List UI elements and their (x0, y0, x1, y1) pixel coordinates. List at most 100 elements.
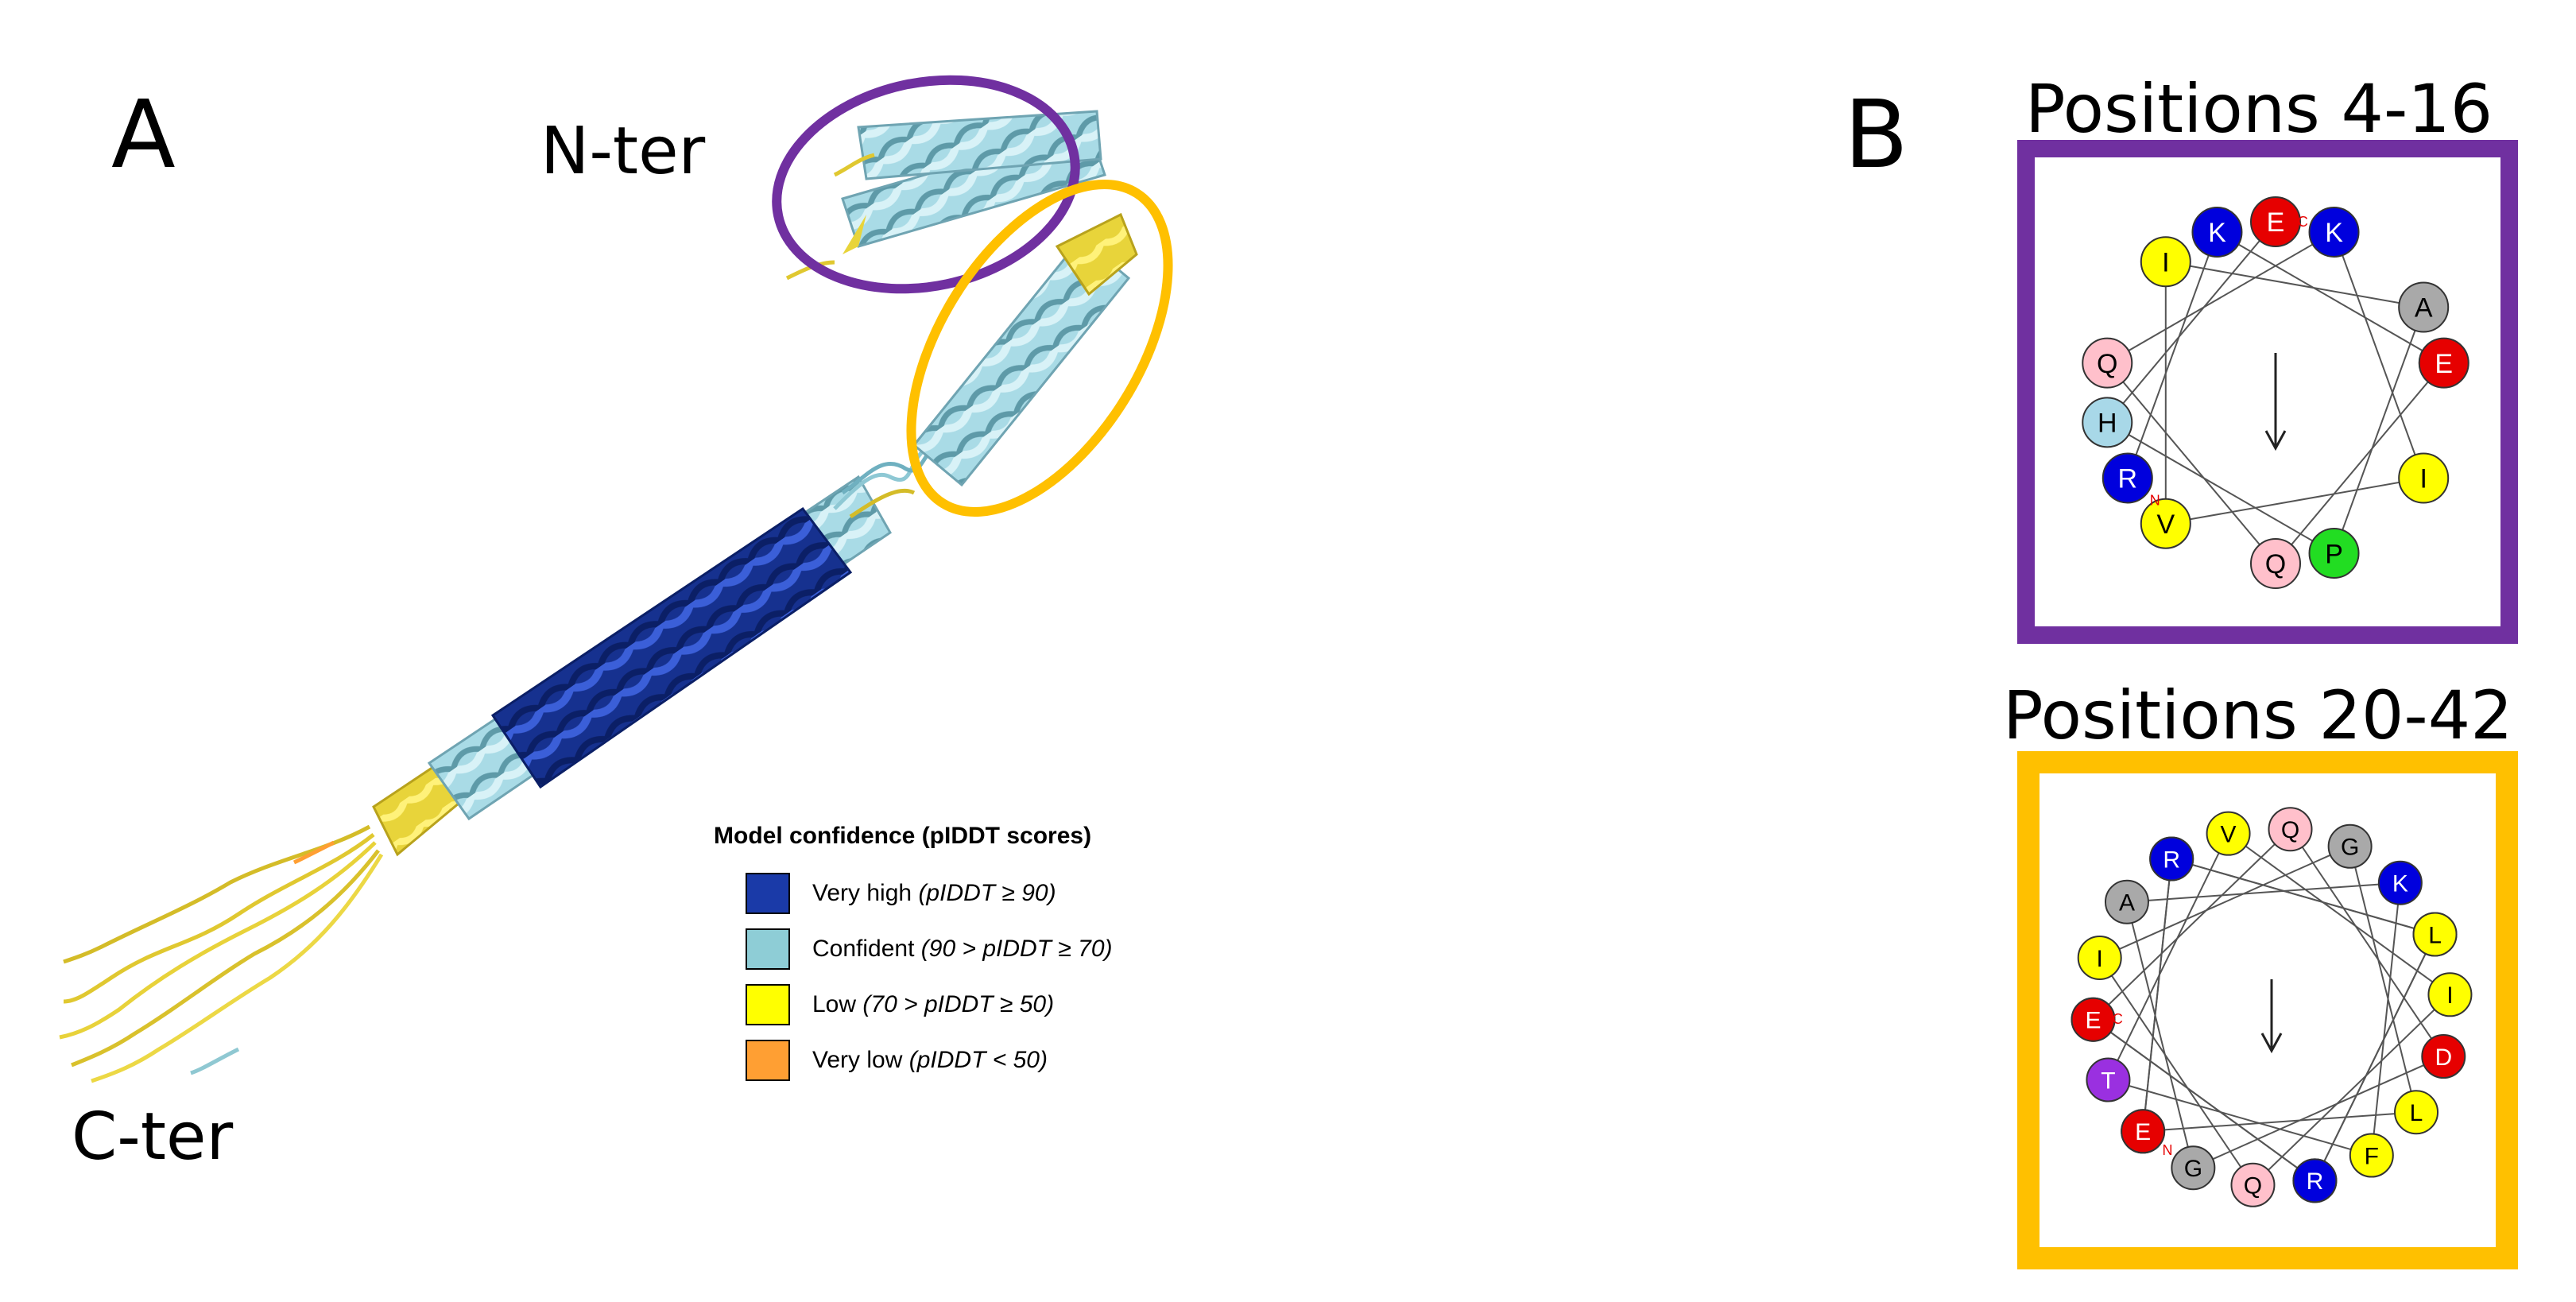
hydrophobic-moment-arrow (2260, 979, 2283, 1054)
residue-circle (2268, 807, 2313, 852)
residue-circle (2230, 1162, 2276, 1207)
residue-letter: Q (2281, 817, 2299, 843)
wheel-connection-line (2192, 1056, 2444, 1169)
residue-circle (2206, 811, 2251, 856)
n-terminal-helix-bundle (785, 110, 1106, 281)
wheel-connection-line (2098, 957, 2254, 1186)
residue-circle (2292, 1158, 2338, 1203)
wheel-connection-line (2092, 1018, 2316, 1182)
wheel-residue: I (2077, 935, 2122, 980)
residue-circle (2121, 1109, 2166, 1154)
wheel-residue: E (2418, 337, 2469, 389)
wheel-residue: Q (2250, 538, 2301, 589)
wheel-connection-line (2106, 231, 2335, 364)
middle-helix-confident (912, 212, 1138, 487)
legend-entry-very-high: Very high (pIDDT ≥ 90) (714, 866, 1159, 921)
wheel-residue: L (2394, 1090, 2439, 1135)
residue-circle (2377, 860, 2423, 905)
n-terminal-highlight-ellipse (772, 75, 1080, 294)
c-terminus-marker: C (2113, 1011, 2123, 1027)
residue-letter: T (2101, 1068, 2115, 1094)
c-terminus-marker: C (2298, 214, 2308, 230)
residue-circle (2308, 528, 2360, 579)
wheel-connection-line (2275, 362, 2445, 564)
residue-letter: Q (2265, 549, 2286, 579)
wheel-connection-line (2092, 828, 2291, 1021)
residue-letter: A (2119, 890, 2135, 916)
wheel-connection-line (2289, 828, 2445, 1057)
wheel-residue: R (2149, 836, 2194, 882)
residue-letter: D (2435, 1044, 2452, 1071)
residue-circle (2082, 337, 2133, 389)
wheel-residue: K (2191, 206, 2243, 258)
wheel-residue: G (2327, 823, 2373, 869)
legend-swatch-very-low (746, 1040, 790, 1081)
residue-letter: I (2446, 982, 2453, 1009)
legend-swatch-very-high (746, 873, 790, 914)
wheel-residue: G (2171, 1145, 2216, 1191)
wheel-residue: R (2292, 1158, 2338, 1203)
main-helix-very-high (490, 506, 853, 789)
residue-letter: I (2097, 946, 2103, 972)
wheel-connection-line (2106, 421, 2335, 554)
wheel-residue: R (2101, 452, 2153, 504)
legend-range: (70 > pIDDT ≥ 50) (862, 991, 1055, 1017)
legend-range: (90 > pIDDT ≥ 70) (920, 936, 1113, 962)
legend-entry-low: Low (70 > pIDDT ≥ 50) (714, 977, 1159, 1033)
residue-letter: R (2163, 847, 2180, 873)
residue-circle (2101, 452, 2153, 504)
wheel-residue: E (2121, 1109, 2166, 1154)
wheel-connection-line (2349, 846, 2417, 1113)
legend-title: Model confidence (pIDDT scores) (714, 823, 1092, 849)
wheel-residue: Q (2082, 337, 2133, 389)
c-terminal-label: C-ter (72, 1099, 234, 1175)
residue-circle (2077, 935, 2122, 980)
residue-circle (2250, 196, 2301, 247)
residue-letter: E (2086, 1007, 2101, 1033)
residue-letter: H (2098, 409, 2117, 439)
wheel-connection-line (2126, 882, 2400, 903)
residue-circle (2171, 1145, 2216, 1191)
residue-circle (2394, 1090, 2439, 1135)
confidence-legend: Model confidence (pIDDT scores) Very hig… (714, 823, 1159, 1088)
wheel-connection-line (2106, 221, 2276, 423)
legend-swatch-low (746, 984, 790, 1025)
residue-letter: G (2341, 835, 2359, 861)
wheel-residue: F (2349, 1133, 2394, 1178)
helical-wheel-svg: QKKTEQDGAKFTVIQIGLERLRENC (2017, 751, 2518, 1269)
wheel-residue: I (2140, 236, 2191, 288)
residue-circle (2070, 997, 2116, 1042)
residue-circle (2250, 538, 2301, 589)
wheel-connection-line (2143, 1111, 2417, 1133)
legend-range: (pIDDT < 50) (908, 1047, 1048, 1073)
residue-letter: K (2325, 218, 2343, 248)
legend-entry-very-low: Very low (pIDDT < 50) (714, 1033, 1159, 1088)
residue-circle (2421, 1034, 2466, 1079)
residue-letter: G (2184, 1156, 2202, 1182)
wheel-residue: T (2086, 1057, 2131, 1102)
residue-circle (2191, 206, 2243, 258)
residue-letter: V (2156, 510, 2175, 540)
residue-letter: K (2392, 871, 2408, 897)
wheel-residue: V (2140, 498, 2191, 549)
wheel-connection-line (2314, 934, 2436, 1181)
residue-circle (2086, 1057, 2131, 1102)
wheel-connection-line (2333, 307, 2425, 554)
residue-circle (2140, 498, 2191, 549)
residue-letter: Q (2097, 349, 2117, 379)
residue-letter: L (2410, 1100, 2423, 1126)
residue-circle (2427, 972, 2473, 1017)
residue-letter: L (2428, 922, 2442, 948)
wheel-connection-line (2333, 231, 2425, 479)
wheel-residue: Q (2230, 1162, 2276, 1207)
wheel-connection-line (2108, 1079, 2373, 1157)
protein-structure-cartoon (59, 75, 1173, 1083)
residue-letter: I (2162, 248, 2169, 278)
wheel-connection-line (2106, 362, 2276, 564)
residue-letter: P (2325, 539, 2343, 569)
wheel-connection-line (2107, 833, 2229, 1080)
middle-helix-highlight-ellipse (906, 180, 1173, 517)
panel-b-letter: B (1844, 79, 1908, 189)
